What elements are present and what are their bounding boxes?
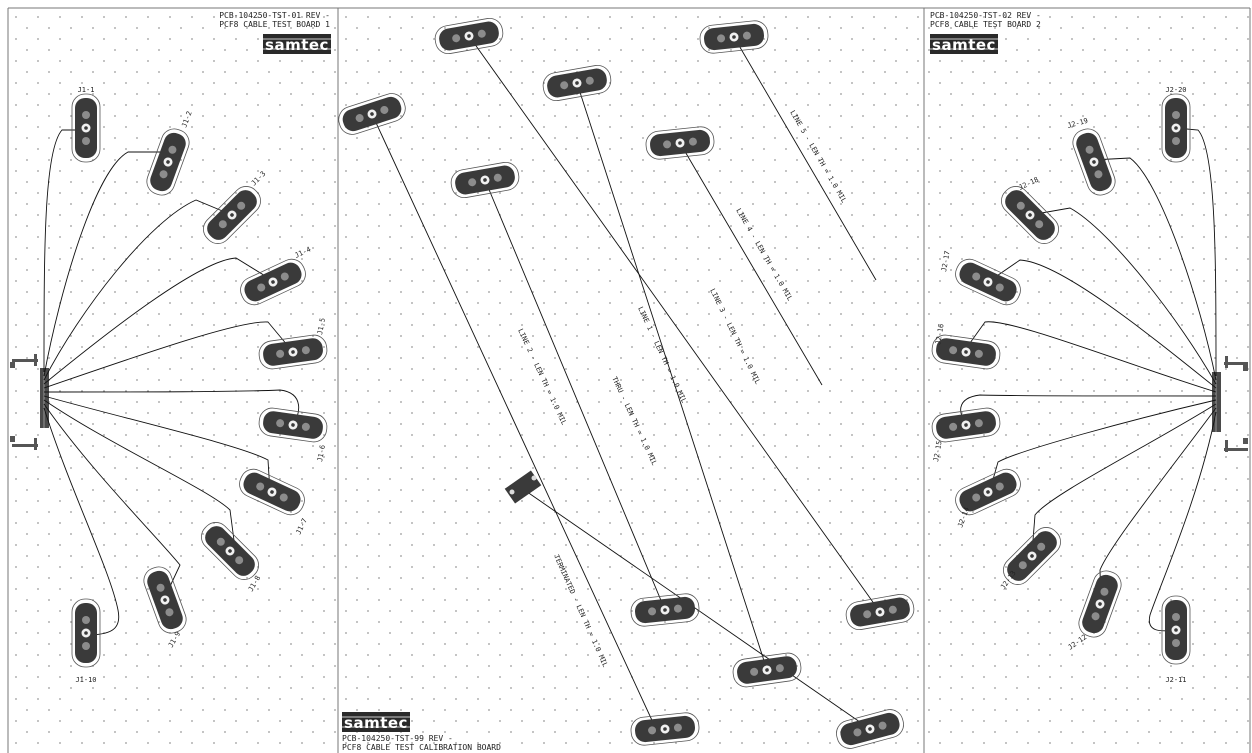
label-J2-11: J2-11 — [1165, 676, 1186, 684]
board2-title-block: PCB-104250-TST-02 REV - PCF8 CABLE TEST … — [930, 11, 1041, 54]
svg-text:samtec: samtec — [344, 714, 408, 732]
board1-title-block: PCB-104250-TST-01 REV - PCF8 CABLE TEST … — [219, 11, 331, 54]
label-J1-5: J1-5 — [316, 317, 327, 335]
board2-title-line2: PCF8 CABLE TEST BOARD 2 — [930, 20, 1041, 29]
calibration-panel — [338, 8, 924, 753]
connector-J1-1 — [71, 93, 101, 163]
board2-edge-connector — [1212, 356, 1248, 452]
board1-samtec-logo: samtec — [263, 34, 331, 54]
svg-text:samtec: samtec — [932, 36, 996, 54]
label-J1-10: J1-10 — [75, 676, 96, 684]
board1-title-line2: PCF8 CABLE TEST BOARD 1 — [219, 20, 330, 29]
board1-edge-connector — [10, 354, 49, 450]
label-J1-6: J1-6 — [316, 444, 327, 462]
label-J1-1: J1-1 — [78, 86, 95, 94]
connector-J2-20 — [1161, 93, 1191, 163]
board2-samtec-logo: samtec — [930, 34, 998, 54]
calibration-traces — [371, 35, 881, 730]
board1-traces — [43, 129, 300, 636]
board2-title-line1: PCB-104250-TST-02 REV - — [930, 11, 1041, 20]
calibration-title-line2: PCF8 CABLE TEST CALIBRATION BOARD — [342, 743, 501, 752]
label-J2-15: J2-15 — [932, 440, 944, 462]
calibration-title-line1: PCB-104250-TST-99 REV - — [342, 734, 453, 743]
calibration-samtec-logo: samtec — [342, 712, 410, 732]
calibration-title-block: samtec PCB-104250-TST-99 REV - PCF8 CABL… — [342, 712, 501, 752]
board2-traces — [960, 127, 1217, 632]
svg-text:samtec: samtec — [265, 36, 329, 54]
terminator-component — [504, 470, 542, 504]
connector-J2-11 — [1161, 595, 1191, 665]
board1-title-line1: PCB-104250-TST-01 REV - — [219, 11, 330, 20]
label-J2-17: J2-17 — [940, 250, 952, 272]
connector-J1-10 — [71, 598, 101, 668]
label-J2-16: J2-16 — [934, 323, 946, 345]
label-J2-20: J2-20 — [1165, 86, 1186, 94]
